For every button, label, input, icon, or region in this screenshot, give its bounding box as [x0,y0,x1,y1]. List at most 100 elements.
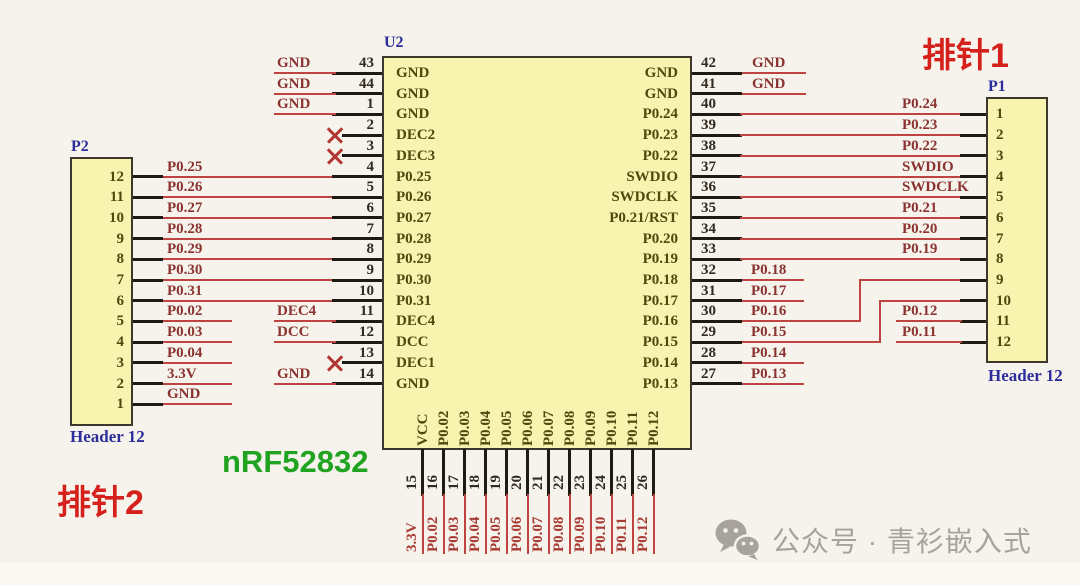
pin-stub [332,299,382,303]
header-pin-number: 10 [996,292,1011,309]
pin-name-label: DCC [396,334,429,351]
pin-stub [692,299,742,303]
pin-stub [342,154,382,158]
pin-stub [630,449,634,496]
pin-name-label: P0.03 [457,410,473,446]
net-wire [274,341,336,344]
pin-stub [960,195,986,199]
pin-name-label: P0.18 [642,272,678,288]
pin-stub [332,195,382,199]
pin-number: 14 [359,365,374,382]
pin-number: 16 [425,475,441,490]
pin-number: 9 [366,262,375,278]
pin-name-label: P0.24 [642,106,678,123]
pin-number: 44 [359,75,374,92]
net-label: P0.02 [167,303,203,320]
pin-number: 37 [701,158,716,175]
pin-name-label: P0.05 [499,410,515,446]
net-label: DEC4 [277,303,317,320]
pin-name-label: DEC2 [396,127,436,144]
pin-stub [133,340,163,344]
net-wire [740,216,962,219]
chip-designator: U2 [384,34,404,51]
pin-number: 33 [701,241,716,258]
pin-name-label: P0.27 [396,209,432,226]
net-wire [632,494,634,554]
net-label: GND [752,75,786,92]
pin-stub [609,449,613,496]
net-label: DCC [277,324,310,341]
header-pin-number: 6 [996,209,1004,226]
net-label: P0.16 [751,303,787,320]
annotation-pin-header-2: 排针2 [57,484,144,522]
pin-stub [692,175,742,178]
net-label: P0.02 [425,516,441,552]
net-label: 3.3V [404,522,420,552]
pin-stub [420,449,424,496]
pin-name-label: P0.14 [642,354,678,371]
pin-number: 1 [366,96,375,113]
pin-number: 29 [701,324,716,341]
pin-name-label: P0.04 [478,410,494,446]
net-label: P0.30 [167,262,203,278]
net-label: P0.21 [902,199,938,216]
pin-number: 35 [701,199,716,216]
net-wire [880,299,962,302]
pin-number: 26 [635,475,651,490]
net-wire [163,258,332,261]
net-label: P0.06 [509,516,525,552]
net-wire [740,134,962,137]
pin-number: 12 [359,324,374,341]
net-label: GND [277,75,311,92]
net-wire [879,299,881,344]
pin-stub [441,449,445,496]
header-pin-number: 3 [116,354,125,371]
net-wire [527,494,529,554]
net-wire [274,72,336,74]
pin-number: 43 [359,55,374,71]
watermark: 公众号 · 青衫嵌入式 [714,518,1032,562]
net-label: P0.12 [635,516,651,552]
net-wire [653,494,655,554]
header-pin-number: 12 [109,168,124,185]
pin-stub [960,237,986,241]
pin-name-label: DEC4 [396,313,436,330]
net-wire [740,258,962,261]
net-label: P0.03 [446,516,462,552]
pin-number: 22 [551,475,567,490]
header-pin-number: 7 [116,272,125,288]
pin-name-label: P0.17 [642,292,678,309]
pin-name-label: P0.25 [396,168,432,185]
pin-stub [332,340,382,344]
pin-name-label: P0.07 [541,410,557,446]
pin-stub [692,319,742,323]
header-pin-number: 2 [996,127,1004,144]
pin-stub [342,361,382,365]
pin-stub [692,237,742,241]
pin-stub [133,278,163,282]
header-p1-type-label: Header 12 [988,366,1063,385]
pin-number: 41 [701,75,716,92]
net-wire [163,175,332,178]
header-pin-number: 10 [109,209,124,226]
net-wire [740,175,962,178]
pin-stub [588,449,592,496]
pin-name-label: P0.06 [520,410,536,446]
pin-stub [133,361,163,365]
pin-stub [504,449,508,496]
net-wire [860,279,962,281]
net-label: P0.04 [467,516,483,552]
pin-name-label: P0.21/RST [609,209,678,226]
pin-name-label: DEC3 [396,147,436,164]
header-p1-body [986,97,1048,363]
header-pin-number: 11 [996,313,1011,330]
pin-stub [960,299,986,303]
net-label: P0.17 [751,282,787,299]
pin-number: 2 [366,117,375,134]
pin-number: 39 [701,117,716,134]
pin-name-label: GND [644,65,678,81]
net-label: P0.28 [167,220,203,237]
watermark-text: 公众号 · 青衫嵌入式 [772,526,1032,557]
pin-stub [692,278,742,282]
pin-number: 31 [701,282,716,299]
